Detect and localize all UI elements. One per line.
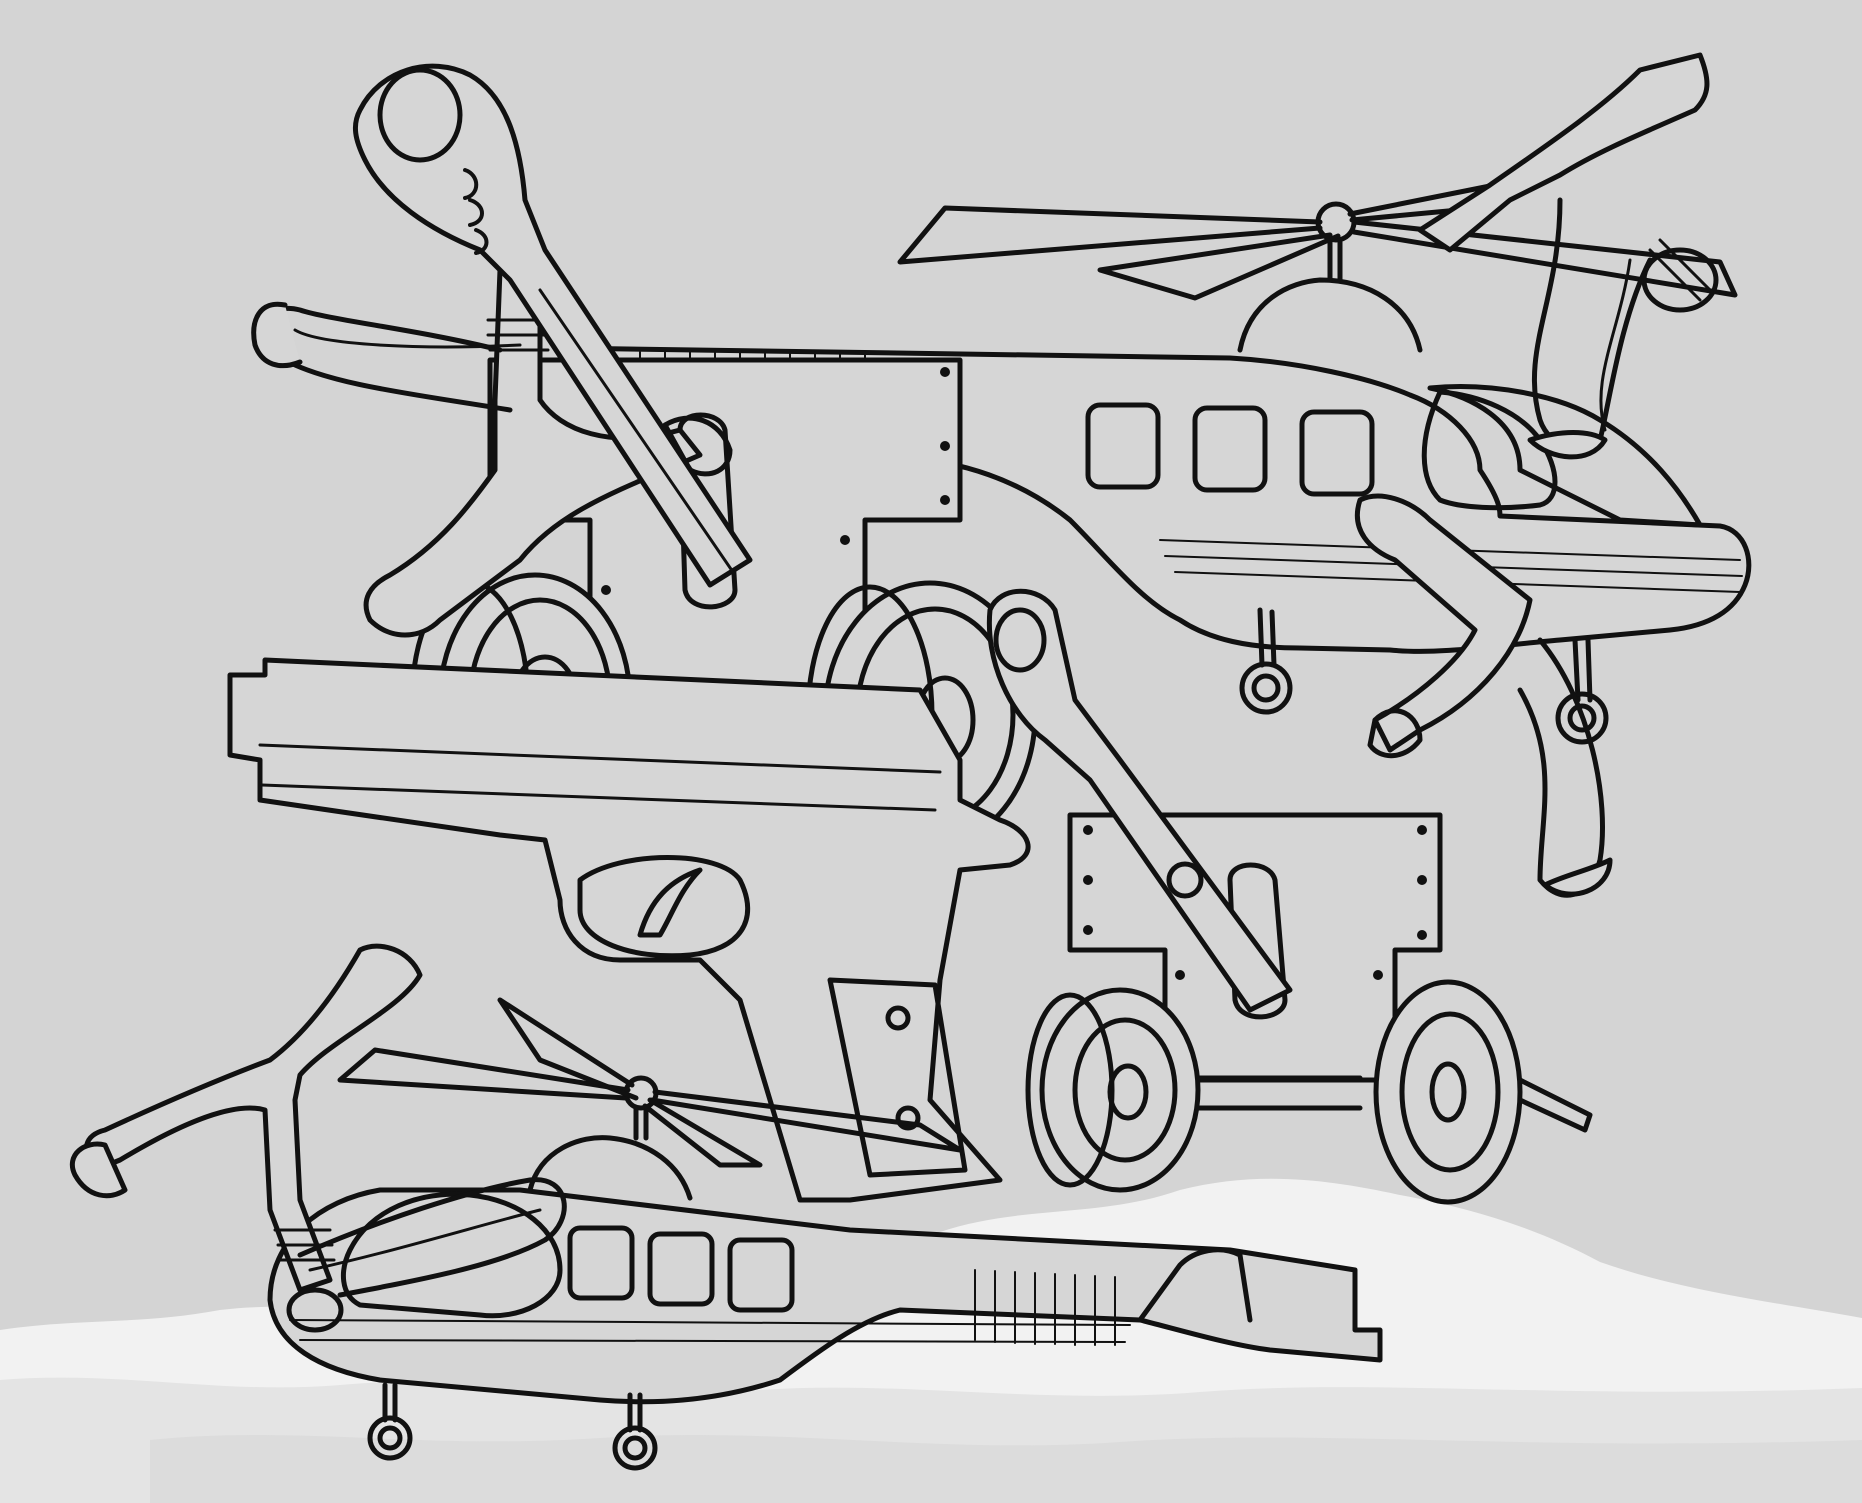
helicopter-window [1192,405,1268,493]
wrench-hole [993,607,1047,673]
helicopter-landing-strut [1257,607,1277,668]
cart-rivets [1083,825,1427,1040]
wrench-grip-slots [463,168,489,255]
cart-slot [1227,862,1288,1020]
helicopter-window [727,1237,795,1313]
helicopter-rotor-mast [633,1105,649,1141]
helicopter-landing-ring [1555,691,1609,745]
slingshot-binding [69,1141,128,1199]
slingshot-icon [83,943,423,1293]
wrench-ring [1166,861,1204,899]
slingshot-icon [1417,52,1710,253]
slingshot-binding [1648,238,1714,302]
pistol-screw [895,1105,921,1131]
helicopter-tail-slats [974,1269,1116,1346]
helicopter-landing-ring [1239,661,1293,715]
wrench-icon [986,588,1293,1013]
helicopter-rotor-blade [1351,219,1738,298]
cart-wheel-right [1373,979,1523,1205]
helicopter-body-stripe [289,1319,1131,1343]
slingshot-grip-end [286,1287,344,1333]
lower-wheeled-cart [1025,812,1593,1205]
wrench-lower [986,588,1293,1013]
slingshot-binding [1641,247,1719,313]
pistol-trigger [637,867,703,938]
pistol-screw [885,1005,911,1031]
helicopter-icon [267,1187,1383,1405]
slingshot-band [1599,258,1632,432]
slingshot-pouch [251,301,303,369]
slingshot-binding [273,1228,336,1262]
helicopter-window [647,1231,715,1307]
helicopter-rotor-blade [1097,232,1341,301]
helicopter-window [567,1225,635,1301]
slingshot-band [293,328,522,349]
pistol-grip-panel [827,977,968,1178]
helicopter-window [1085,402,1161,490]
lower-helicopter [267,997,1383,1471]
helicopter-landing-ring [1251,673,1281,703]
helicopter-landing-ring [367,1415,413,1461]
helicopter-tail-fin [1137,1247,1253,1323]
helicopter-rotor-blade [649,1089,963,1153]
slingshot-lower-left [69,943,567,1333]
helicopter-rotor-blade [642,1097,763,1168]
helicopter-rotor-blade [497,997,639,1101]
helicopter-cockpit-glass [1421,389,1558,511]
slingshot-binding [662,415,733,477]
slingshot-pouch [1542,857,1613,897]
slingshot-upper-left [251,267,733,638]
slingshot-right [1354,493,1613,898]
helicopter-landing-ring [1567,703,1597,733]
slingshot-band [308,1208,542,1272]
helicopter-rotor-dome [1237,277,1423,353]
helicopter-cockpit-window [340,1191,563,1319]
slingshot-band [297,1177,567,1298]
helicopter-landing-ring [377,1425,403,1451]
helicopter-rotor-blade [337,1047,631,1101]
wrench-shaft-line [538,288,737,577]
cart-wheel-left [1025,987,1201,1193]
pistol-trigger-guard [577,855,751,959]
helicopter-landing-strut [627,1392,643,1433]
slingshot-binding [1367,708,1423,759]
pistol-icon [227,657,1031,1203]
pistol-slide-line [258,743,942,812]
helicopter-cockpit-window [1427,384,1703,528]
wrench-upper [352,63,753,588]
helicopter-landing-ring [622,1435,648,1461]
slingshot-upper-right [1417,52,1719,460]
wrench-hole [377,67,463,163]
helicopter-landing-ring [612,1425,658,1471]
helicopter-landing-strut [1572,637,1593,703]
slingshot-pouch [1527,430,1608,460]
cart-handle [1517,1077,1593,1133]
helicopter-landing-strut [382,1382,398,1423]
pistol [227,657,1031,1203]
helicopter-rotor-dome [527,1135,693,1201]
helicopter-rotor-blade [897,205,1323,265]
helicopter-window [1299,409,1375,497]
